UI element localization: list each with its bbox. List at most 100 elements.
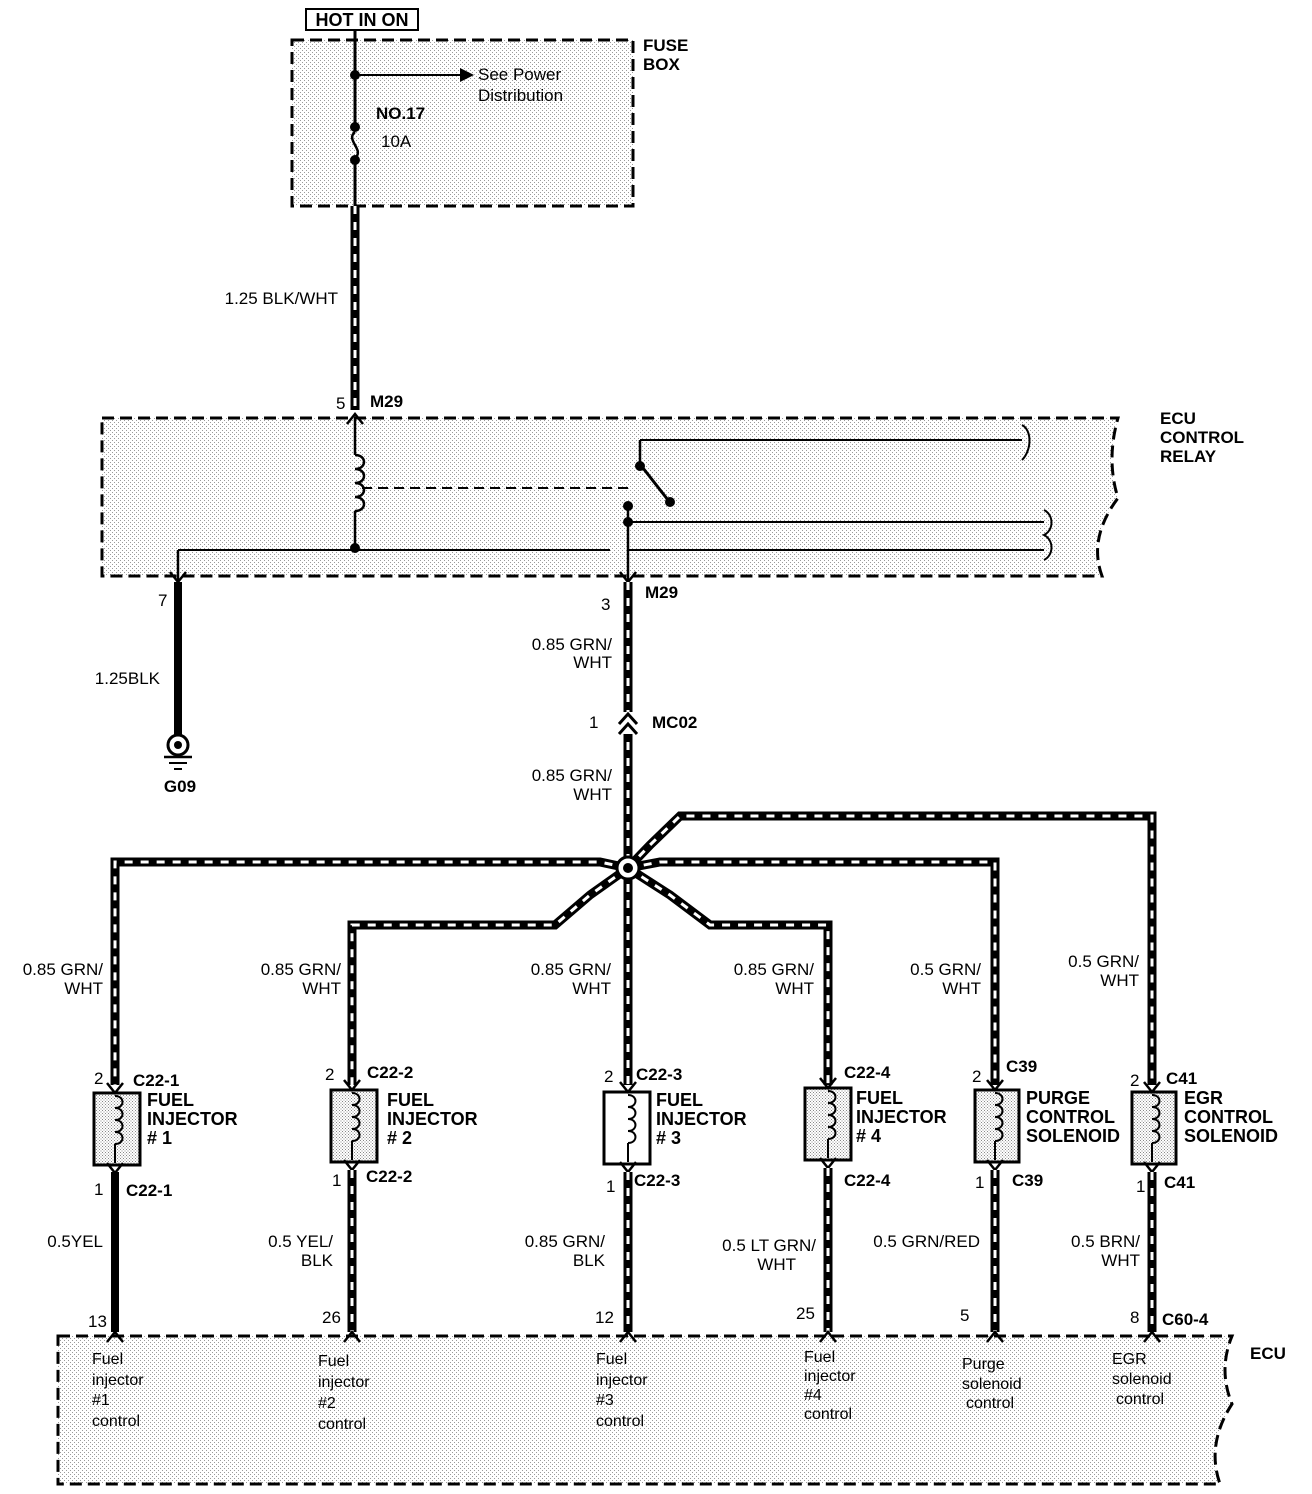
ecu-4-line-4: control [804,1406,852,1423]
b3-pin-top: 2 [604,1067,613,1086]
b2-wire-top-2: WHT [302,979,341,998]
wire-feed-label: 1.25 BLK/WHT [225,289,338,308]
hot-in-on-text: HOT IN ON [316,10,409,30]
ecu-pin-8: 8 [1130,1308,1139,1327]
wire-relay-out-2: WHT [573,653,612,672]
relay-pin-7: 7 [158,591,167,610]
power-distribution-text: Distribution [478,86,563,105]
b5-conn-bottom: C39 [1012,1171,1043,1190]
fuse-box-title-1: FUSE [643,36,688,55]
mc02-name: MC02 [652,713,697,732]
ecu-pin-25: 25 [796,1304,815,1323]
ecu-3-line-3: #3 [596,1392,614,1409]
b4-wire-bottom-1: 0.5 LT GRN/ [722,1236,816,1255]
fuel-injector-1: 2 C22-1 FUEL INJECTOR # 1 1 C22-1 [92,1069,238,1200]
ecu-6-line-1: EGR [1112,1351,1147,1368]
b4-name-1: FUEL [856,1088,903,1108]
b6-conn-top: C41 [1166,1069,1197,1088]
b6-wire-bottom-1: 0.5 BRN/ [1071,1232,1140,1251]
see-power-text: See Power [478,65,561,84]
ecu-control-relay: ECU CONTROL RELAY 5 M29 7 3 M29 [100,392,1244,614]
ecu-4-line-1: Fuel [804,1349,835,1366]
b5-wire-top-1: 0.5 GRN/ [910,960,981,979]
ecu-module: ECU C60-4 13 26 12 25 5 8 Fuel injector … [56,1304,1286,1486]
b5-wire-bottom-1: 0.5 GRN/RED [873,1232,980,1251]
ecu-5-line-3: control [966,1395,1014,1412]
coil-icon [827,1090,837,1140]
b5-conn-top: C39 [1006,1057,1037,1076]
fuel-injector-2: 2 C22-2 FUEL INJECTOR # 2 1 C22-2 [325,1063,478,1190]
ecu-label-2: Fuel injector #2 control [318,1353,370,1433]
b6-name-1: EGR [1184,1088,1223,1108]
ecu-label-1: Fuel injector #1 control [92,1351,144,1430]
b2-name-2: INJECTOR [387,1109,478,1129]
wire-ground: 1.25BLK [95,582,182,735]
ecu-label-6: EGR solenoid control [1112,1351,1172,1408]
ecu-connector: C60-4 [1162,1310,1209,1329]
b2-conn-top: C22-2 [367,1063,413,1082]
coil-icon [351,1092,361,1142]
egr-control-solenoid: 2 C41 EGR CONTROL SOLENOID 1 C41 [1130,1069,1278,1196]
b1-wire-top-2: WHT [64,979,103,998]
b3-pin-bottom: 1 [606,1177,615,1196]
ecu-5-line-2: solenoid [962,1376,1022,1393]
b3-name-3: # 3 [656,1128,681,1148]
b5-name-3: SOLENOID [1026,1126,1120,1146]
lower-wires [111,1168,1157,1332]
ecu-title: ECU [1250,1344,1286,1363]
b2-name-3: # 2 [387,1128,412,1148]
coil-icon [114,1095,124,1145]
ecu-1-line-4: control [92,1413,140,1430]
ecu-3-line-1: Fuel [596,1351,627,1368]
fuse-box-title-2: BOX [643,55,681,74]
b4-conn-top: C22-4 [844,1063,891,1082]
b1-conn-top: C22-1 [133,1071,179,1090]
b4-name-3: # 4 [856,1126,881,1146]
ecu-pin-26: 26 [322,1308,341,1327]
relay-title-3: RELAY [1160,447,1217,466]
b6-pin-bottom: 1 [1136,1177,1145,1196]
relay-conn-top: M29 [370,392,403,411]
wire-mc02-out-2: WHT [573,785,612,804]
b2-pin-bottom: 1 [332,1171,341,1190]
ecu-1-line-1: Fuel [92,1351,123,1368]
b3-wire-top-1: 0.85 GRN/ [531,960,612,979]
coil-icon [627,1094,637,1144]
b2-wire-bottom-1: 0.5 YEL/ [268,1232,333,1251]
ecu-label-4: Fuel injector #4 control [804,1349,856,1423]
b5-pin-bottom: 1 [975,1173,984,1192]
b6-name-2: CONTROL [1184,1107,1273,1127]
ecu-2-line-4: control [318,1416,366,1433]
ecu-pin-5: 5 [960,1306,969,1325]
ecu-2-line-3: #2 [318,1395,336,1412]
b5-name-1: PURGE [1026,1088,1090,1108]
ecu-5-line-1: Purge [962,1356,1005,1373]
relay-switch-arm [641,467,670,501]
branch-wires [110,811,1157,1085]
ecu-4-line-3: #4 [804,1387,822,1404]
coil-icon [994,1092,1004,1142]
b1-pin-bottom: 1 [94,1180,103,1199]
relay-pin-5: 5 [336,394,345,413]
connector-chevron-icon [617,711,639,726]
ecu-6-line-3: control [1116,1391,1164,1408]
b6-name-3: SOLENOID [1184,1126,1278,1146]
fuse-number: NO.17 [376,104,425,123]
wire-relay-out: 0.85 GRN/ WHT 0.85 GRN/ WHT [532,582,633,868]
ecu-2-line-1: Fuel [318,1353,349,1370]
b1-pin-top: 2 [94,1069,103,1088]
b1-name-2: INJECTOR [147,1109,238,1129]
fuse-rating: 10A [381,132,412,151]
fuel-injector-4: C22-4 FUEL INJECTOR # 4 C22-4 [803,1063,947,1190]
b4-conn-bottom: C22-4 [844,1171,891,1190]
b5-wire-top-2: WHT [942,979,981,998]
b3-conn-bottom: C22-3 [634,1171,680,1190]
b4-wire-top-2: WHT [775,979,814,998]
ecu-1-line-3: #1 [92,1392,110,1409]
wire-ground-label: 1.25BLK [95,669,161,688]
ecu-label-5: Purge solenoid control [962,1356,1022,1412]
b5-pin-top: 2 [972,1067,981,1086]
ecu-3-line-4: control [596,1413,644,1430]
hot-in-on-label: HOT IN ON [305,8,419,31]
